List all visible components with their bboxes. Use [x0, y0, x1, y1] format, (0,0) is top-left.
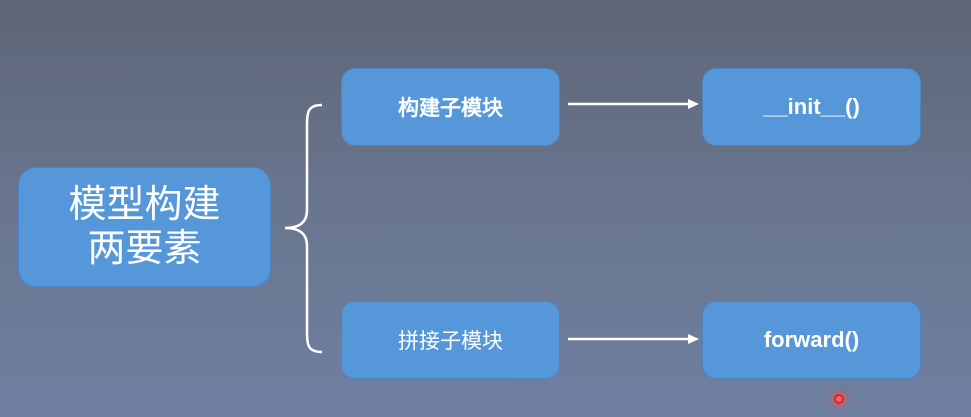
arrow-bottom: [568, 334, 699, 344]
concat-submodules-box: 拼接子模块: [341, 301, 560, 379]
forward-method-label: forward(): [763, 327, 860, 352]
curly-brace: [284, 103, 323, 354]
concat-submodules-label: 拼接子模块: [398, 330, 503, 353]
forward-method-box: forward(): [702, 301, 921, 379]
build-submodules-box: 构建子模块: [341, 68, 560, 146]
main-title-line2: 两要素: [87, 228, 202, 270]
init-method-box: __init__(): [702, 68, 921, 146]
init-method-label: __init__(): [763, 94, 860, 119]
laser-pointer-icon: [834, 394, 844, 404]
build-submodules-label: 构建子模块: [398, 97, 503, 120]
main-concept-box: 模型构建 两要素: [18, 167, 271, 287]
arrow-top: [568, 99, 699, 109]
main-title-line1: 模型构建: [68, 184, 221, 226]
